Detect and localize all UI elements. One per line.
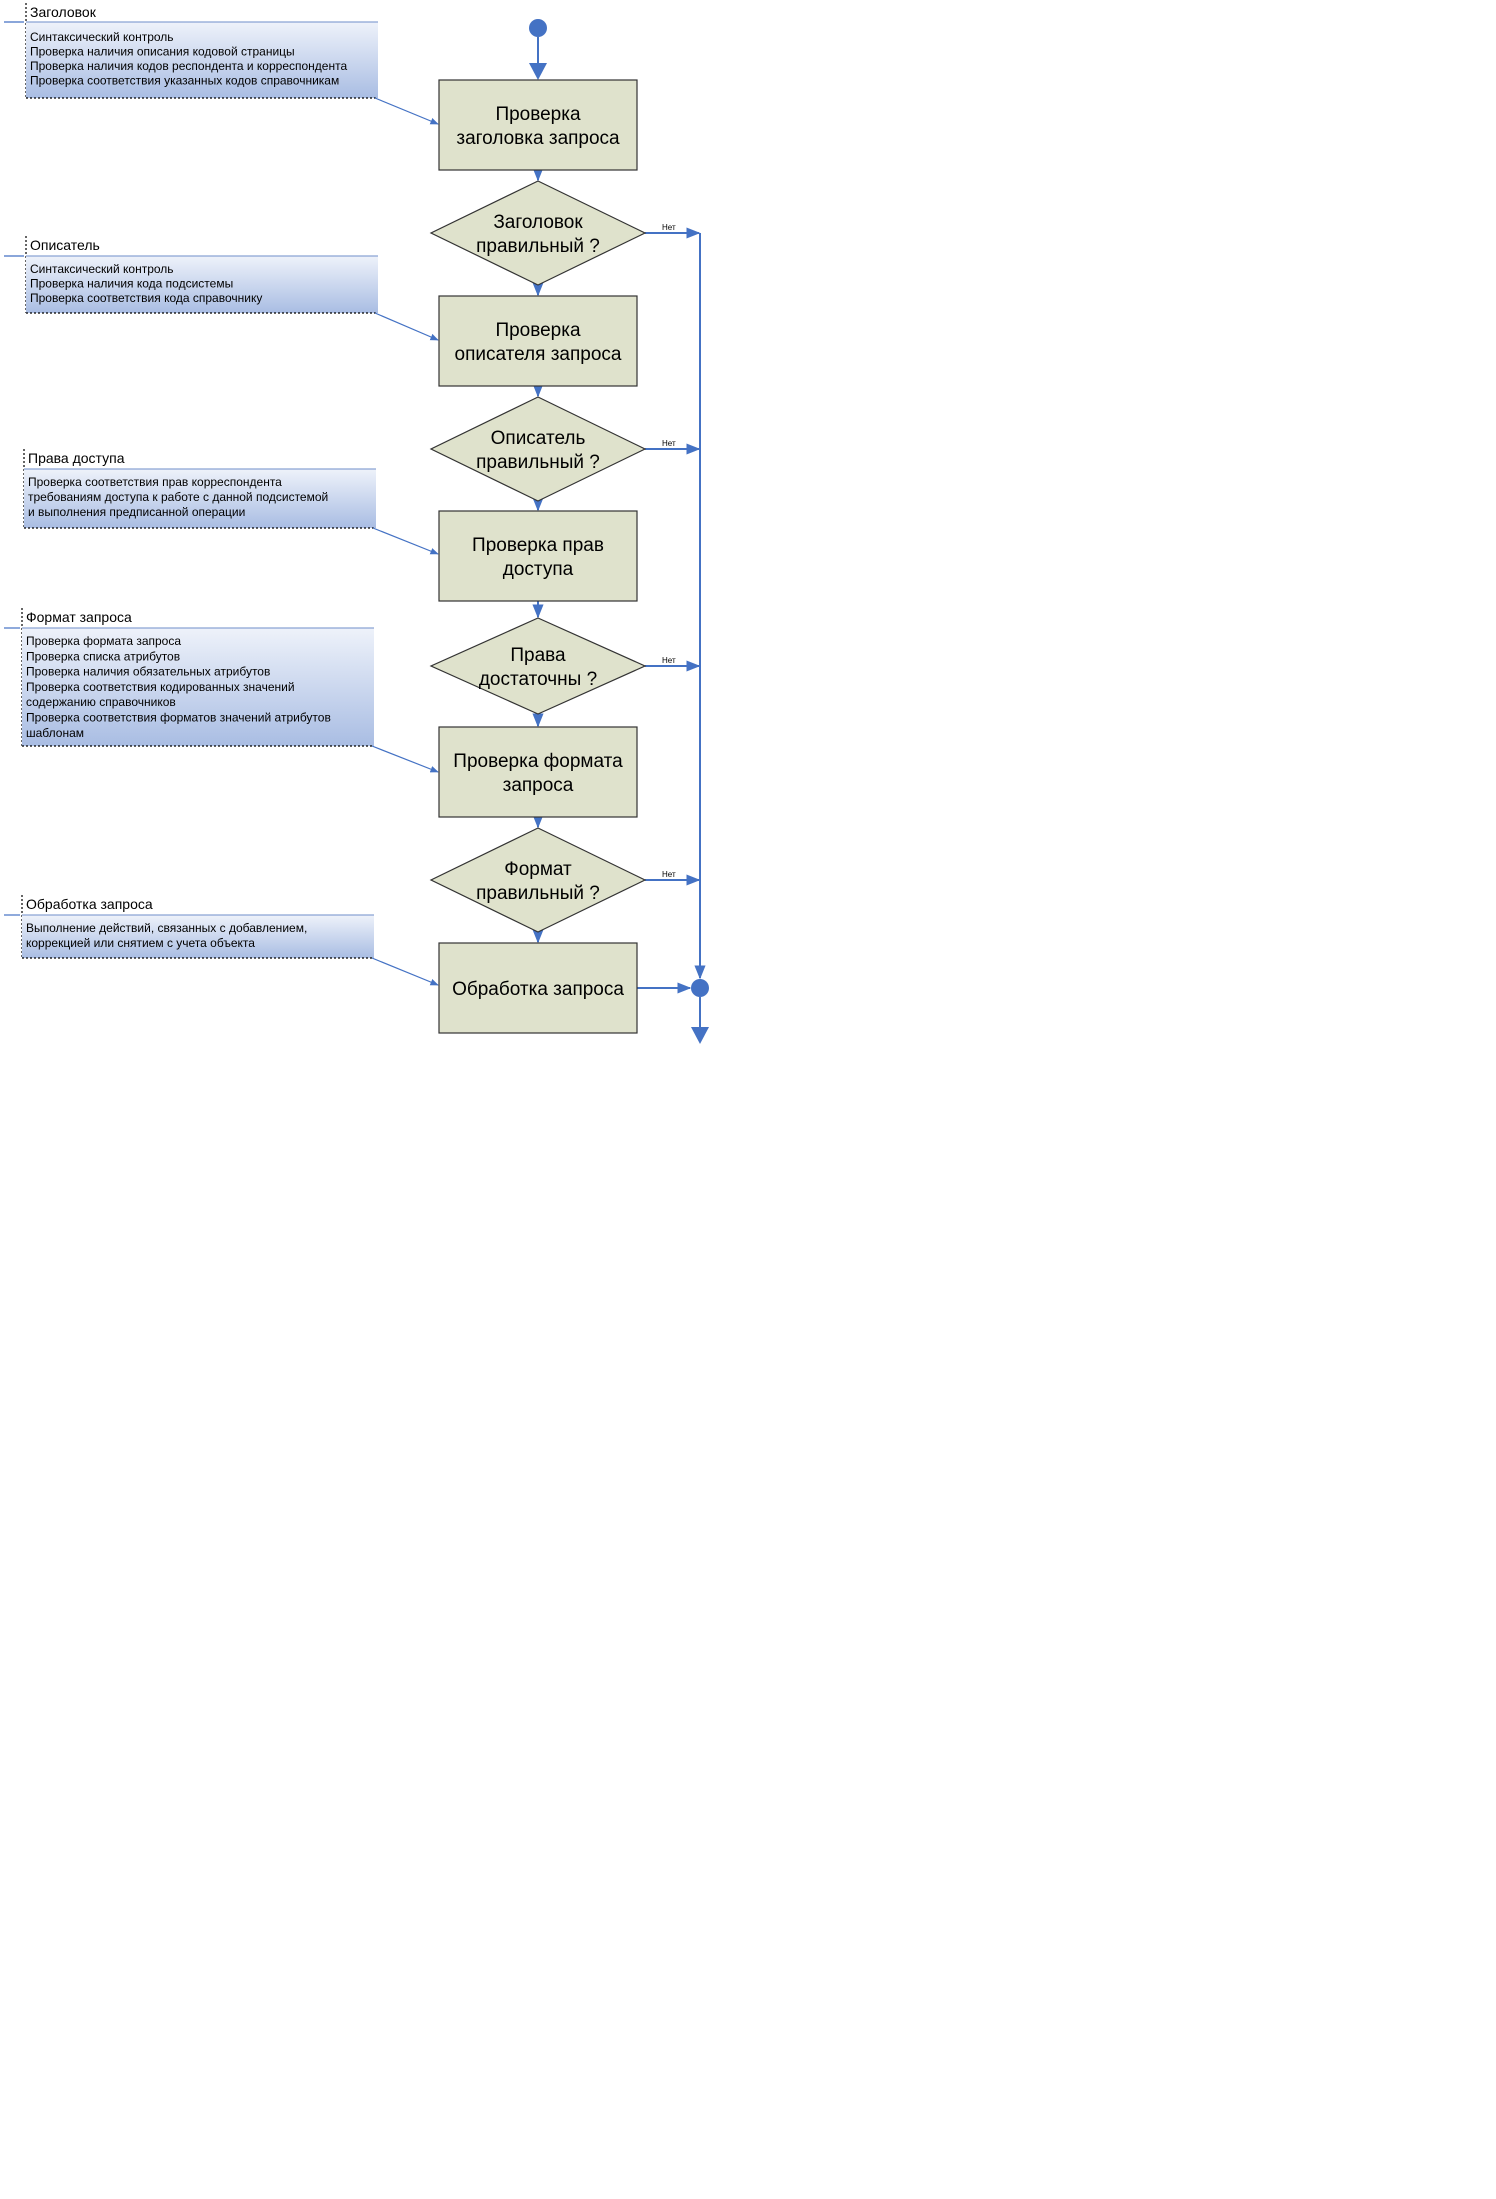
node-label-line: правильный ? xyxy=(476,452,600,473)
node-label-line: Заголовок xyxy=(493,212,583,233)
annotation-line: Синтаксический контроль xyxy=(30,262,174,276)
decision-access: Права достаточны ? xyxy=(429,617,647,715)
no-label: Нет xyxy=(662,439,676,448)
annotation-leader xyxy=(374,97,439,125)
merge-node xyxy=(691,979,709,997)
annotation-title: Обработка запроса xyxy=(26,896,153,912)
process-box-header: Проверка заголовка запроса xyxy=(438,79,638,171)
annotation-line: Синтаксический контроль xyxy=(30,30,174,44)
annotation-leader xyxy=(372,527,439,555)
node-label-line: Описатель xyxy=(491,428,586,449)
annotation-line: Проверка наличия обязательных атрибутов xyxy=(26,665,270,679)
annotation-body xyxy=(26,22,378,98)
process-box-handling: Обработка запроса xyxy=(438,942,638,1034)
arrow-head xyxy=(529,63,547,80)
node-label-line: доступа xyxy=(503,559,574,580)
node-label-line: описателя запроса xyxy=(455,344,622,365)
annotation-body xyxy=(24,469,376,528)
annotation-line: Проверка наличия кодов респондента и кор… xyxy=(30,59,347,73)
annotation-line: Проверка соответствия кодированных значе… xyxy=(26,680,295,694)
annotation-line: Проверка формата запроса xyxy=(26,634,181,648)
node-label-line: Формат xyxy=(504,859,572,880)
annotation-leader xyxy=(371,745,439,773)
annotation-line: содержанию справочников xyxy=(26,695,176,709)
annotation-line: Проверка наличия описания кодовой страни… xyxy=(30,45,295,59)
annotation-line: Проверка соответствия указанных кодов сп… xyxy=(30,74,339,88)
node-label-line: достаточны ? xyxy=(479,669,597,690)
annotation-body xyxy=(26,256,378,313)
process-box-format: Проверка формата запроса xyxy=(438,726,638,818)
annotation-line: шаблонам xyxy=(26,726,84,740)
annotation-line: коррекцией или снятием с учета объекта xyxy=(26,936,255,950)
annotation-line: Проверка соответствия форматов значений … xyxy=(26,711,331,725)
node-label-line: Проверка xyxy=(495,104,581,125)
decision-header: Заголовок правильный ? xyxy=(429,180,647,286)
annotation-title: Права доступа xyxy=(28,450,125,466)
annotation-line: Проверка списка атрибутов xyxy=(26,649,180,663)
annotation-body xyxy=(22,915,374,958)
node-label-line: Обработка запроса xyxy=(452,979,624,1000)
annotation-title: Описатель xyxy=(30,237,100,253)
node-label-line: Проверка xyxy=(495,320,581,341)
annotation-line: требованиям доступа к работе с данной по… xyxy=(28,490,328,504)
annotation-leader xyxy=(374,312,439,341)
annotation-line: Проверка наличия кода подсистемы xyxy=(30,277,233,291)
end-arrow xyxy=(691,1027,709,1044)
annotation-line: Проверка соответствия кода справочнику xyxy=(30,291,262,305)
node-label-line: заголовка запроса xyxy=(456,128,620,149)
process-box-access: Проверка прав доступа xyxy=(438,510,638,602)
annotation-leader xyxy=(371,957,439,986)
node-label-line: Проверка прав xyxy=(472,535,604,556)
annotation-line: Выполнение действий, связанных с добавле… xyxy=(26,921,307,935)
node-label-line: правильный ? xyxy=(476,236,600,257)
node-label-line: запроса xyxy=(503,775,574,796)
decision-format: Формат правильный ? xyxy=(429,827,647,933)
annotation-title: Формат запроса xyxy=(26,609,132,625)
decision-descriptor: Описатель правильный ? xyxy=(429,396,647,502)
no-label: Нет xyxy=(662,870,676,879)
start-node xyxy=(529,19,547,37)
annotation-title: Заголовок xyxy=(30,4,97,20)
node-label-line: Проверка формата xyxy=(453,751,623,772)
no-label: Нет xyxy=(662,223,676,232)
annotation-line: Проверка соответствия прав корреспондент… xyxy=(28,475,282,489)
node-label-line: правильный ? xyxy=(476,883,600,904)
annotation-line: и выполнения предписанной операции xyxy=(28,505,245,519)
node-label-line: Права xyxy=(510,645,566,666)
annotation-body xyxy=(22,628,374,746)
process-box-descriptor: Проверка описателя запроса xyxy=(438,295,638,387)
no-label: Нет xyxy=(662,656,676,665)
